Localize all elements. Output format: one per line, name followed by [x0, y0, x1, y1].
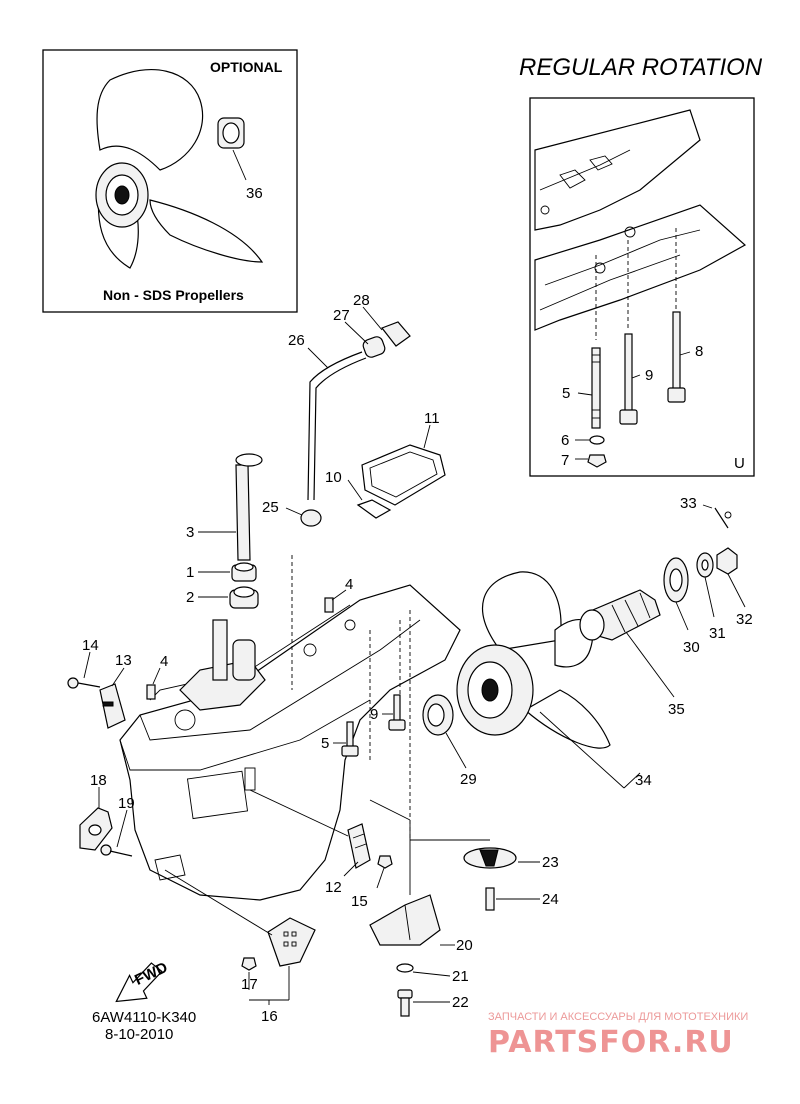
stud-5a [341, 721, 359, 757]
part-label-21: 21 [452, 968, 469, 985]
part-label-18: 18 [90, 772, 107, 789]
cover-23 [463, 847, 517, 869]
part-label-2: 2 [186, 589, 194, 606]
nut-15 [377, 855, 393, 869]
part-label-34: 34 [635, 772, 652, 789]
bolt-14 [67, 677, 101, 689]
skeg-20 [369, 894, 441, 946]
anode-12 [347, 823, 371, 869]
nut-7 [587, 454, 607, 468]
nut-32 [716, 547, 738, 575]
part-label-20: 20 [456, 937, 473, 954]
part-label-10: 10 [325, 469, 342, 486]
detail-marker: U [734, 455, 745, 472]
part-label-3: 3 [186, 524, 194, 541]
bolt-8 [667, 311, 686, 403]
bolt-19 [100, 844, 133, 857]
spacer-30 [663, 557, 689, 603]
part-label-4a: 4 [345, 576, 353, 593]
seal-2 [229, 586, 259, 609]
cotter-pin-33 [714, 507, 732, 529]
part-label-28: 28 [353, 292, 370, 309]
part-label-13: 13 [115, 652, 132, 669]
optional-caption: Non - SDS Propellers [103, 287, 244, 303]
part-label-25: 25 [262, 499, 279, 516]
part-label-31: 31 [709, 625, 726, 642]
part-label-1: 1 [186, 564, 194, 581]
water-tube-26 [300, 321, 411, 527]
nut-17 [241, 957, 257, 971]
part-label-26: 26 [288, 332, 305, 349]
watermark: ЗАПЧАСТИ И АКСЕССУАРЫ ДЛЯ МОТОТЕХНИКИ PA… [488, 1011, 748, 1060]
water-pump-housing [179, 619, 266, 711]
part-label-30: 30 [683, 639, 700, 656]
bolt-9 [619, 333, 638, 425]
washer-6 [589, 435, 605, 445]
watermark-brand: PARTSFOR.RU [488, 1025, 734, 1060]
optional-propeller-box: OPTIONAL Non - SDS Propellers 36 [42, 49, 298, 313]
rubber-hub-35 [579, 589, 661, 641]
rotation-title: REGULAR ROTATION [519, 54, 763, 81]
bolt-22 [397, 989, 413, 1017]
seal-1 [231, 562, 257, 582]
watermark-tagline: ЗАПЧАСТИ И АКСЕССУАРЫ ДЛЯ МОТОТЕХНИКИ [488, 1011, 748, 1023]
washer-31 [696, 552, 714, 578]
seal-11 [361, 444, 446, 506]
part-label-27: 27 [333, 307, 350, 324]
part-label-11: 11 [424, 410, 440, 427]
part-label-22: 22 [452, 994, 469, 1011]
water-tube-3 [235, 453, 263, 561]
anode-13 [99, 683, 126, 729]
part-label-14: 14 [82, 637, 99, 654]
part-label-4b: 4 [160, 653, 168, 670]
part-label-16: 16 [261, 1008, 278, 1025]
lower-casing [119, 555, 461, 901]
part-label-9b: 9 [645, 367, 653, 384]
anode-16 [267, 917, 316, 967]
bolt-24 [485, 887, 495, 911]
part-label-6: 6 [561, 432, 569, 449]
part-label-15: 15 [351, 893, 368, 910]
part-label-5b: 5 [562, 385, 570, 402]
part-label-23: 23 [542, 854, 559, 871]
trim-tab-18 [79, 807, 113, 851]
dowel-pin-4b [146, 684, 156, 700]
washer-21 [396, 963, 414, 973]
seal-10 [356, 499, 392, 519]
part-label-19: 19 [118, 795, 135, 812]
part-label-7: 7 [561, 452, 569, 469]
part-label-35: 35 [668, 701, 685, 718]
part-label-17: 17 [241, 976, 258, 993]
diagram-code: 6AW4110-K340 [92, 1009, 196, 1026]
detail-box: 5 9 8 6 7 U [529, 97, 755, 477]
part-label-33: 33 [680, 495, 697, 512]
part-label-24: 24 [542, 891, 559, 908]
fwd-arrow[interactable]: FWD [108, 959, 171, 1011]
thrust-washer-29 [422, 694, 454, 736]
part-label-9a: 9 [370, 706, 378, 723]
diagram-date: 8-10-2010 [105, 1026, 173, 1043]
non-sds-propeller [95, 69, 264, 269]
part-label-32: 32 [736, 611, 753, 628]
stud-5 [591, 347, 601, 429]
part-label-29: 29 [460, 771, 477, 788]
grommet-25 [300, 509, 322, 527]
grommet-27 [362, 336, 386, 358]
part-label-36: 36 [246, 185, 263, 202]
dowel-pin-4a [324, 597, 334, 613]
part-label-8: 8 [695, 343, 703, 360]
part-label-5a: 5 [321, 735, 329, 752]
bolt-9a [388, 694, 406, 731]
optional-tag: OPTIONAL [210, 59, 283, 75]
spacer-36 [217, 117, 245, 149]
grommet-28 [381, 321, 411, 347]
propeller-34 [456, 571, 611, 749]
part-label-12: 12 [325, 879, 342, 896]
